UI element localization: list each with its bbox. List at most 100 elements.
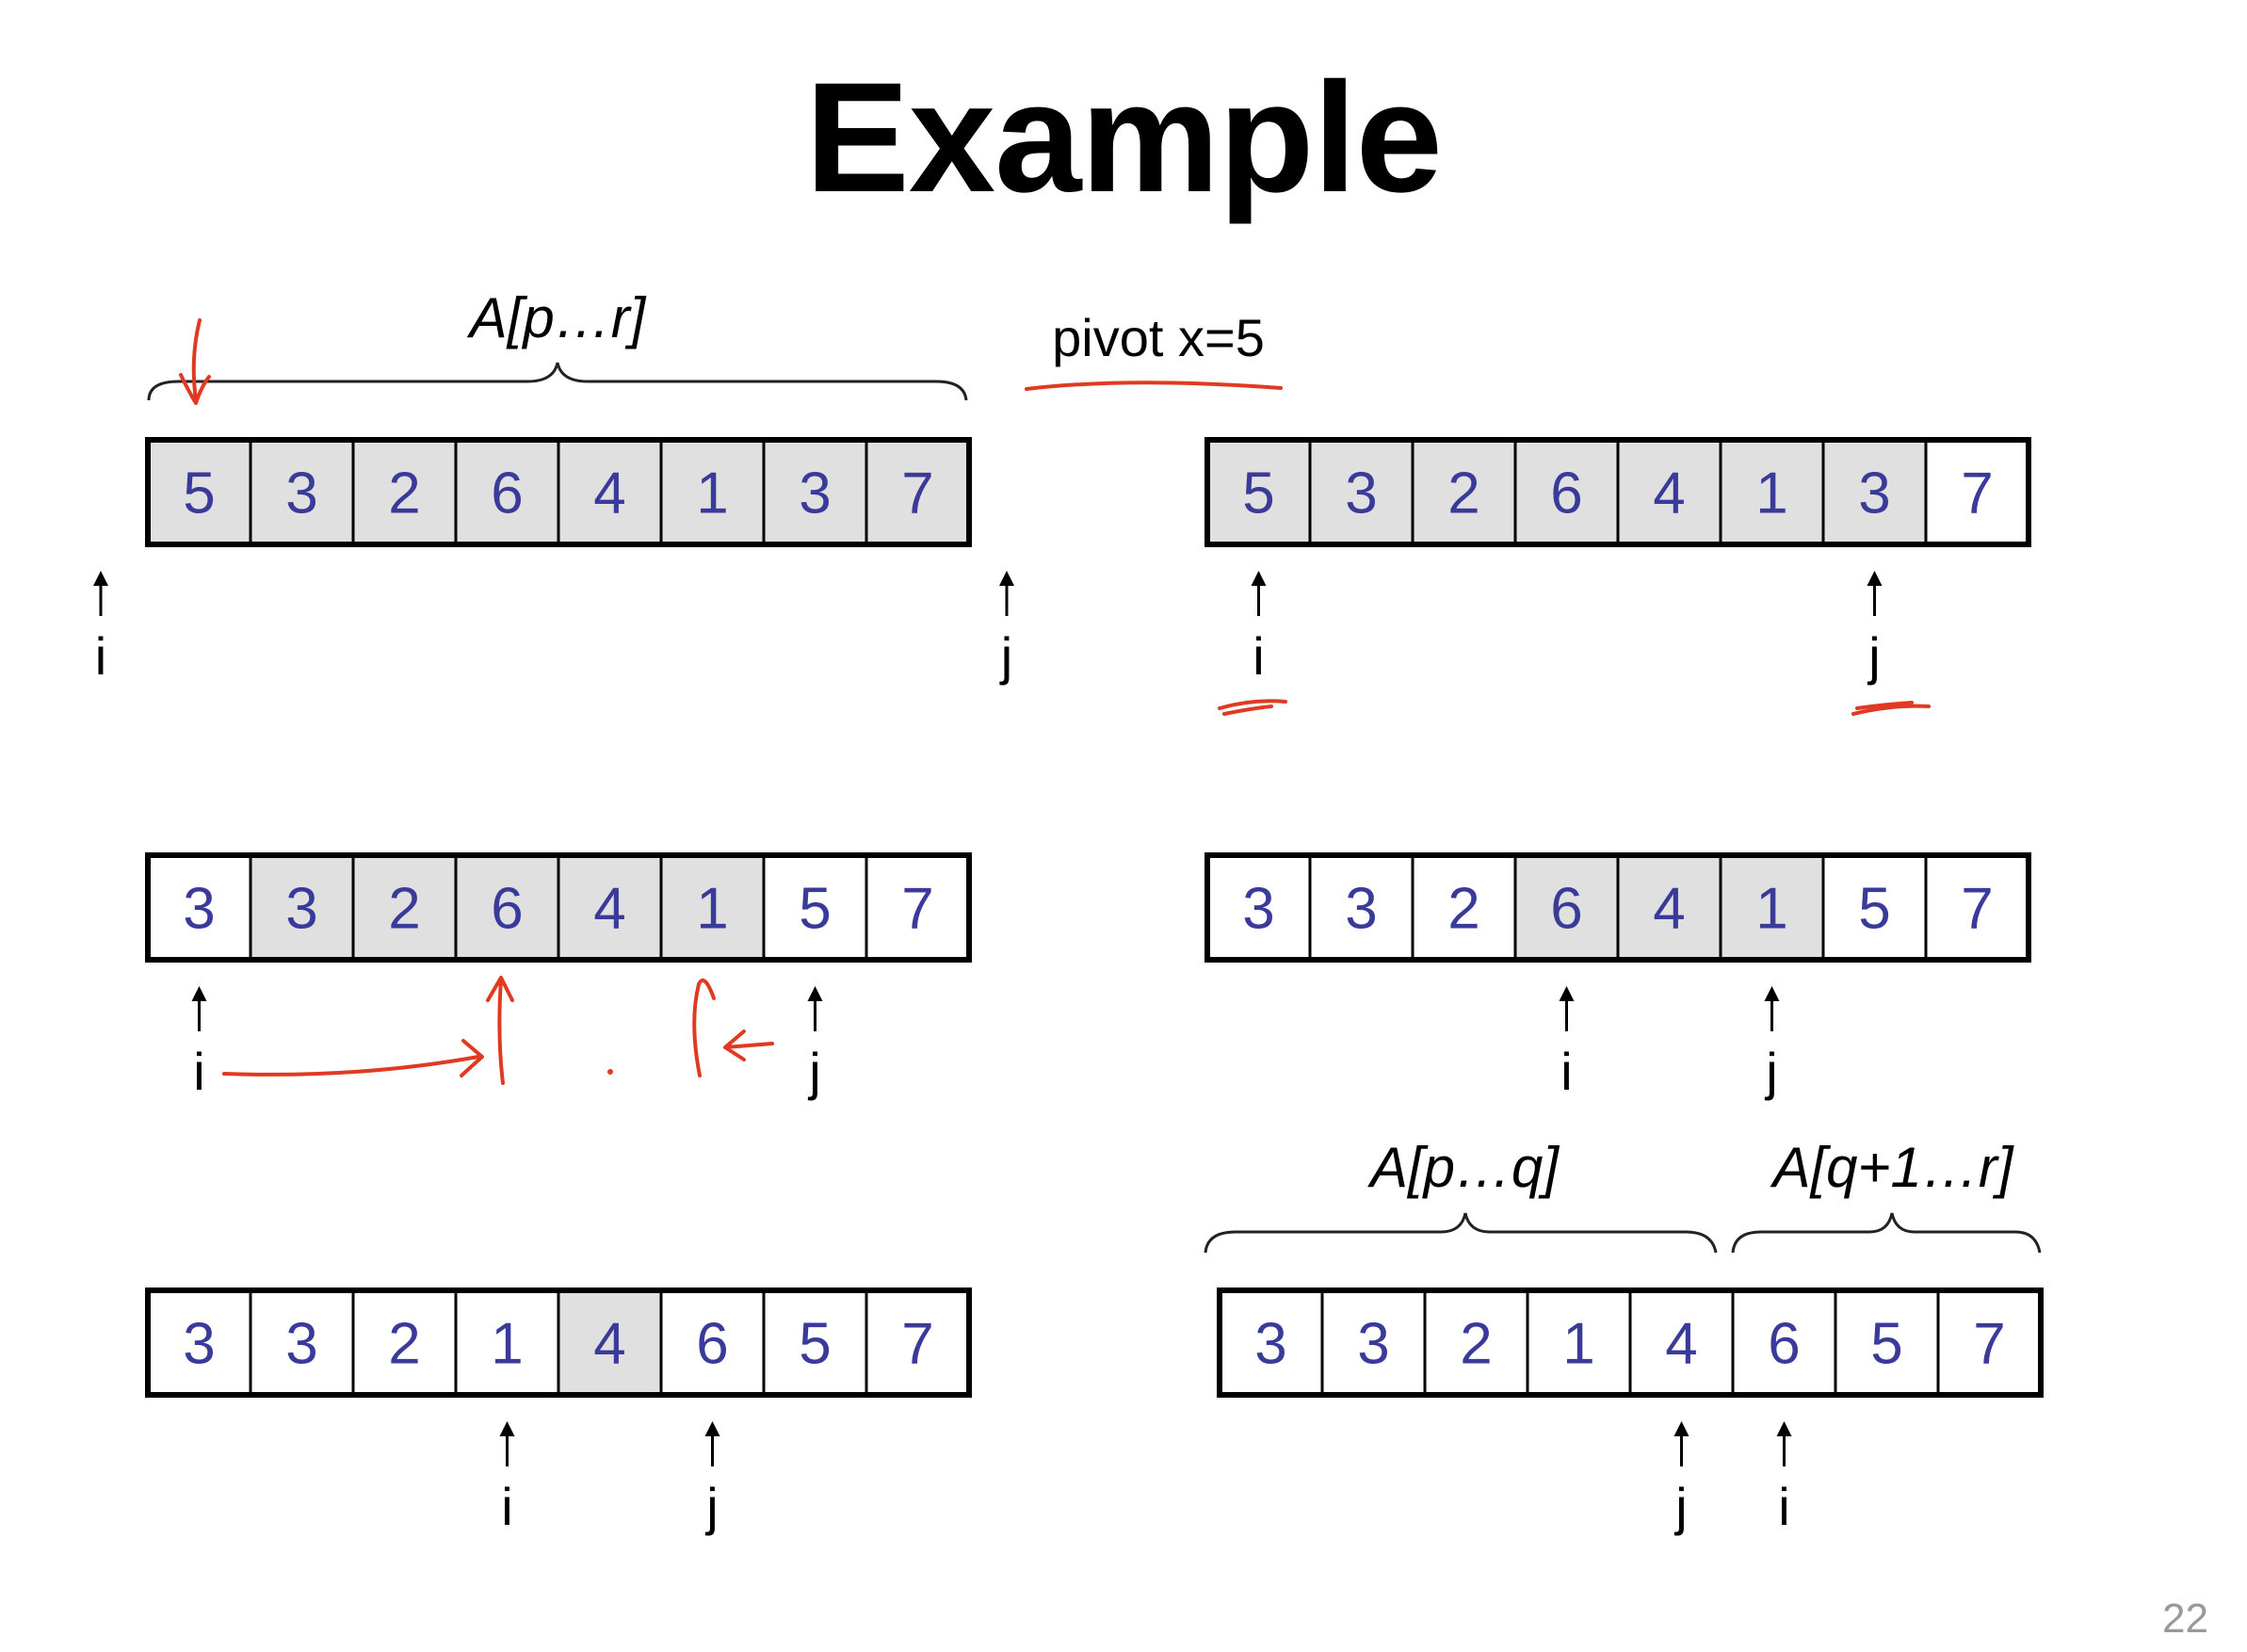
cell-value: 3 xyxy=(1345,462,1377,526)
cell-value: 1 xyxy=(1755,877,1787,942)
array-cell xyxy=(351,1288,458,1397)
cell-value: 7 xyxy=(1961,462,1993,526)
pointer-label-j: j xyxy=(1764,1042,1777,1101)
pointer-arrowhead xyxy=(191,986,207,1001)
cell-value: 1 xyxy=(1562,1312,1594,1377)
pivot-underline xyxy=(1025,381,1283,391)
array-cell xyxy=(557,1288,663,1397)
full-range-brace xyxy=(147,362,968,401)
annotation-down-arrow xyxy=(179,318,211,405)
annotation-up-arrow-right xyxy=(692,979,716,1077)
left-part-brace xyxy=(1204,1212,1718,1254)
cell-value: 4 xyxy=(593,877,625,942)
array-cell xyxy=(1731,1288,1837,1397)
cell-value: 7 xyxy=(1961,877,1993,942)
cell-value: 6 xyxy=(1768,1312,1800,1377)
pointer-label-i: i xyxy=(193,1042,204,1101)
cell-value: 5 xyxy=(799,1312,831,1377)
cell-value: 6 xyxy=(696,1312,728,1377)
cell-value: 3 xyxy=(1345,877,1377,942)
slide-title: Example xyxy=(805,51,1443,225)
pointer-label-i: i xyxy=(95,626,106,686)
array-border xyxy=(1204,437,2031,547)
cell-value: 3 xyxy=(285,462,317,526)
cell-value: 5 xyxy=(799,877,831,942)
cell-value: 1 xyxy=(696,877,728,942)
array-border xyxy=(145,1288,972,1398)
cell-value: 2 xyxy=(388,462,420,526)
cell-value: 3 xyxy=(1858,462,1890,526)
pointer-arrowhead xyxy=(704,1421,720,1436)
cell-value: 6 xyxy=(1550,462,1582,526)
pointer-label-i: i xyxy=(501,1477,512,1536)
pointer-arrowhead xyxy=(1764,986,1780,1001)
pointer-arrowhead xyxy=(1559,986,1575,1001)
j-underline xyxy=(1851,701,1931,716)
cell-value: 4 xyxy=(1665,1312,1697,1377)
pointer-arrowhead xyxy=(93,571,108,586)
cell-value: 6 xyxy=(491,462,523,526)
annotation-right-arrow xyxy=(222,1039,484,1077)
array-border xyxy=(145,437,972,547)
pointer-label-j: j xyxy=(1867,626,1880,686)
full-range-label: A[p…r] xyxy=(467,286,647,349)
array-cell xyxy=(865,438,971,546)
pointer-label-j: j xyxy=(704,1477,718,1536)
pointer-arrowhead xyxy=(1776,1421,1792,1436)
cell-value: 2 xyxy=(388,877,420,942)
cell-value: 5 xyxy=(1870,1312,1902,1377)
array-cell xyxy=(1924,438,2030,546)
cell-value: 7 xyxy=(901,877,933,942)
pointer-label-j: j xyxy=(807,1042,820,1101)
cell-value: 7 xyxy=(1973,1312,2005,1377)
array-cell xyxy=(865,853,971,962)
cell-value: 5 xyxy=(183,462,215,526)
array-cell xyxy=(1308,853,1414,962)
pointer-arrowhead xyxy=(1673,1421,1689,1436)
cell-value: 1 xyxy=(696,462,728,526)
cell-value: 6 xyxy=(491,877,523,942)
cell-value: 5 xyxy=(1858,877,1890,942)
cell-value: 6 xyxy=(1550,877,1582,942)
array-cell xyxy=(1616,438,1722,546)
array-cell xyxy=(351,438,458,546)
cell-value: 3 xyxy=(285,877,317,942)
cell-value: 3 xyxy=(183,1312,215,1377)
left-part-label: A[p…q] xyxy=(1367,1136,1560,1199)
pointer-label-i: i xyxy=(1778,1477,1789,1536)
cell-value: 2 xyxy=(1447,462,1479,526)
cell-value: 4 xyxy=(593,1312,625,1377)
cell-value: 3 xyxy=(799,462,831,526)
i-underline xyxy=(1218,699,1287,716)
pointer-label-j: j xyxy=(1673,1477,1687,1536)
annotation-left-arrow xyxy=(723,1029,774,1061)
array-cell xyxy=(762,1288,868,1397)
annotations xyxy=(179,318,1931,1085)
cell-value: 3 xyxy=(1357,1312,1389,1377)
cell-value: 4 xyxy=(593,462,625,526)
pointer-label-j: j xyxy=(999,626,1012,686)
array-cell xyxy=(1526,1288,1632,1397)
cell-value: 3 xyxy=(1242,877,1274,942)
cell-value: 3 xyxy=(1254,1312,1286,1377)
cell-value: 3 xyxy=(183,877,215,942)
array-cell xyxy=(865,1288,971,1397)
array-cell xyxy=(1320,1288,1427,1397)
array-3: 3 3 2 6 4 1 5 7 i j xyxy=(145,852,972,1101)
pointer-arrowhead xyxy=(1251,571,1267,586)
cell-value: 2 xyxy=(388,1312,420,1377)
array-cell xyxy=(146,438,252,546)
array-cell xyxy=(146,853,252,962)
slide: Example A[p…r] pivot x=5 A[p…q] A[q+1…r]… xyxy=(93,51,2208,1642)
array-border xyxy=(1204,852,2031,963)
array-cell xyxy=(454,1288,560,1397)
cell-value: 4 xyxy=(1653,462,1685,526)
array-cell xyxy=(1719,438,1825,546)
pointer-label-i: i xyxy=(1253,626,1264,686)
right-part-label: A[q+1…r] xyxy=(1770,1136,2013,1199)
array-cell xyxy=(1308,438,1414,546)
